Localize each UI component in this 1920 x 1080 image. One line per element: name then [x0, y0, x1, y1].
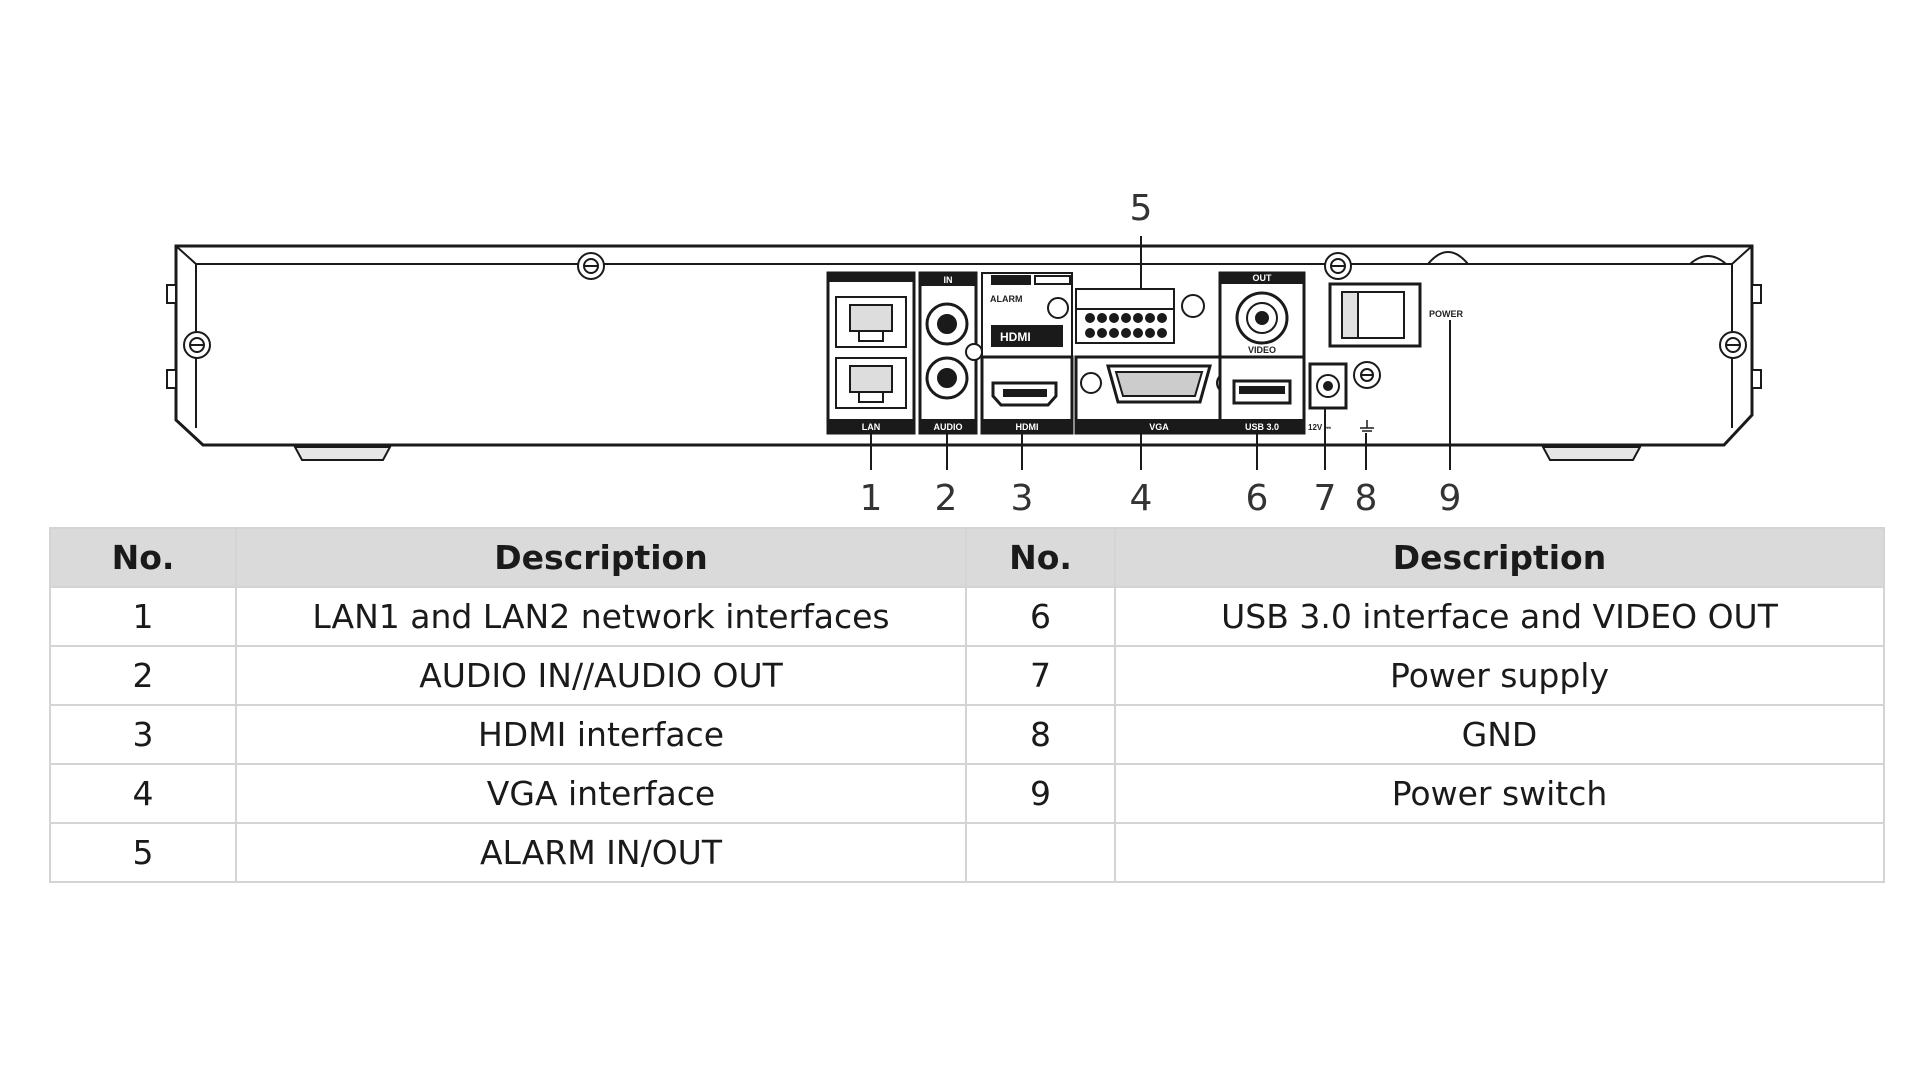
- callout-9: 9: [1439, 478, 1462, 519]
- audio-panel-label: AUDIO: [934, 422, 963, 432]
- port-description-table: No. Description No. Description 1 LAN1 a…: [49, 527, 1885, 883]
- table-cell-description: LAN1 and LAN2 network interfaces: [235, 586, 967, 647]
- table-cell-no: 9: [965, 763, 1116, 824]
- vga-port: [1074, 355, 1244, 435]
- callout-1: 1: [860, 478, 883, 519]
- table-cell-description: Power supply: [1114, 645, 1885, 706]
- vga-connector-icon: [1106, 364, 1212, 404]
- table-cell-description: AUDIO IN//AUDIO OUT: [235, 645, 967, 706]
- callout-7: 7: [1314, 478, 1337, 519]
- table-cell-description: ALARM IN/OUT: [235, 822, 967, 883]
- lan-panel-label: LAN: [862, 422, 881, 432]
- table-cell-no: 1: [49, 586, 237, 647]
- vga-panel-label: VGA: [1149, 422, 1169, 432]
- callout-2: 2: [935, 478, 958, 519]
- hdmi-panel-label: HDMI: [1016, 422, 1039, 432]
- table-header-row: No. Description No. Description: [49, 527, 1885, 588]
- screw-icon: [1324, 252, 1352, 280]
- screws: [183, 252, 1747, 359]
- audio-ports: [918, 271, 983, 435]
- callout-4: 4: [1130, 478, 1153, 519]
- ethernet-port-icon: [835, 296, 907, 348]
- callout-leader-lines: [870, 236, 1451, 470]
- usb-port-icon: [1232, 379, 1292, 405]
- callout-3: 3: [1011, 478, 1034, 519]
- callout-6: 6: [1246, 478, 1269, 519]
- power-label: POWER: [1429, 309, 1464, 319]
- table-cell-description: VGA interface: [235, 763, 967, 824]
- screw-icon: [1719, 331, 1747, 359]
- table-cell-description: [1114, 822, 1885, 883]
- screw-icon: [183, 331, 211, 359]
- callout-8: 8: [1355, 478, 1378, 519]
- header-no: No.: [965, 527, 1116, 588]
- lan-ports: [826, 271, 916, 435]
- table-cell-description: HDMI interface: [235, 704, 967, 765]
- table-row: 3 HDMI interface 8 GND: [49, 704, 1885, 765]
- alarm-panel-label: ALARM: [990, 294, 1023, 304]
- table-cell-no: [965, 822, 1116, 883]
- screw-icon: [577, 252, 605, 280]
- usb-panel-label: USB 3.0: [1245, 422, 1279, 432]
- dc-power-jack-icon: [1308, 362, 1348, 410]
- power-switch-icon: [1328, 282, 1422, 348]
- ground-symbol-icon: [1360, 420, 1374, 432]
- hdmi-logo-icon: [991, 325, 1063, 347]
- table-row: 4 VGA interface 9 Power switch: [49, 763, 1885, 824]
- table-cell-description: USB 3.0 interface and VIDEO OUT: [1114, 586, 1885, 647]
- audio-in-label: IN: [944, 275, 953, 285]
- table-cell-no: 6: [965, 586, 1116, 647]
- table-row: 1 LAN1 and LAN2 network interfaces 6 USB…: [49, 586, 1885, 647]
- table-cell-no: 2: [49, 645, 237, 706]
- header-description: Description: [235, 527, 967, 588]
- hdmi-logo-label: HDMI: [1000, 330, 1031, 344]
- audio-jack-icon: [925, 302, 969, 346]
- table-cell-no: 5: [49, 822, 237, 883]
- ground-screw-icon: [1353, 361, 1381, 389]
- table-cell-description: GND: [1114, 704, 1885, 765]
- hdmi-port-icon: [991, 381, 1058, 407]
- table-cell-no: 4: [49, 763, 237, 824]
- dc-input-label: 12V ⎓: [1308, 423, 1331, 432]
- table-cell-no: 8: [965, 704, 1116, 765]
- bnc-video-port-icon: [1235, 291, 1289, 345]
- table-cell-no: 3: [49, 704, 237, 765]
- callout-5: 5: [1130, 188, 1153, 229]
- audio-jack-icon: [925, 356, 969, 400]
- header-no: No.: [49, 527, 237, 588]
- alarm-terminal-block: [1075, 288, 1205, 344]
- alarm-indicator-icon: [991, 275, 1071, 319]
- alarm-hdmi-block: [980, 272, 1074, 435]
- table-cell-no: 7: [965, 645, 1116, 706]
- video-label: VIDEO: [1248, 345, 1276, 355]
- table-row: 2 AUDIO IN//AUDIO OUT 7 Power supply: [49, 645, 1885, 706]
- video-usb-block: [1218, 271, 1306, 435]
- nvr-rear-panel-diagram: LAN IN AUDIO ALARM: [166, 188, 1762, 519]
- header-description: Description: [1114, 527, 1885, 588]
- ethernet-port-icon: [835, 357, 907, 409]
- table-row: 5 ALARM IN/OUT: [49, 822, 1885, 883]
- table-cell-description: Power switch: [1114, 763, 1885, 824]
- video-out-label: OUT: [1253, 273, 1273, 283]
